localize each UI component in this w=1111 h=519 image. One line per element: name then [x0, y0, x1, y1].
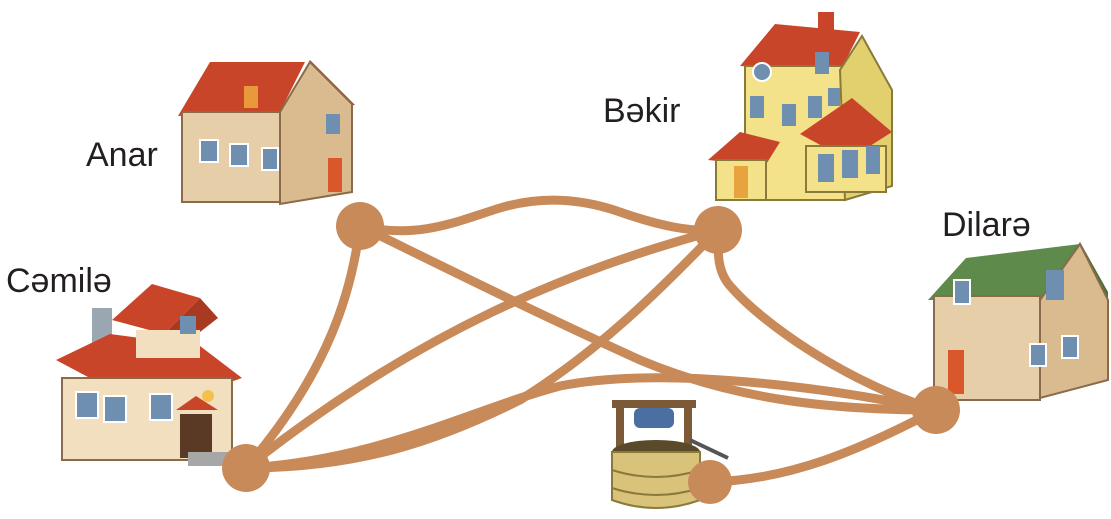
paths-layer: [241, 195, 941, 487]
path-anar-bekir: [355, 195, 723, 236]
label-cemile: Cəmilə: [6, 262, 112, 300]
label-anar: Anar: [86, 136, 158, 174]
house-bekir: [708, 12, 893, 202]
house-dilare: [928, 242, 1109, 401]
node-cemile: [222, 444, 270, 492]
house-cemile: [56, 284, 242, 466]
path-well-dilare: [705, 405, 941, 487]
node-well: [688, 460, 732, 504]
path-anar-dilare: [355, 221, 941, 415]
node-dilare: [912, 386, 960, 434]
label-bekir: Bəkir: [603, 92, 681, 130]
path-anar-cemile: [241, 221, 365, 473]
label-dilare: Dilarə: [942, 206, 1031, 244]
node-anar: [336, 202, 384, 250]
node-bekir: [694, 206, 742, 254]
path-bekir-cemile-a: [241, 225, 723, 473]
path-bekir-dilare: [713, 225, 941, 415]
house-anar: [178, 60, 355, 206]
path-cemile-dilare: [241, 373, 941, 473]
path-bekir-cemile-b: [241, 225, 723, 473]
